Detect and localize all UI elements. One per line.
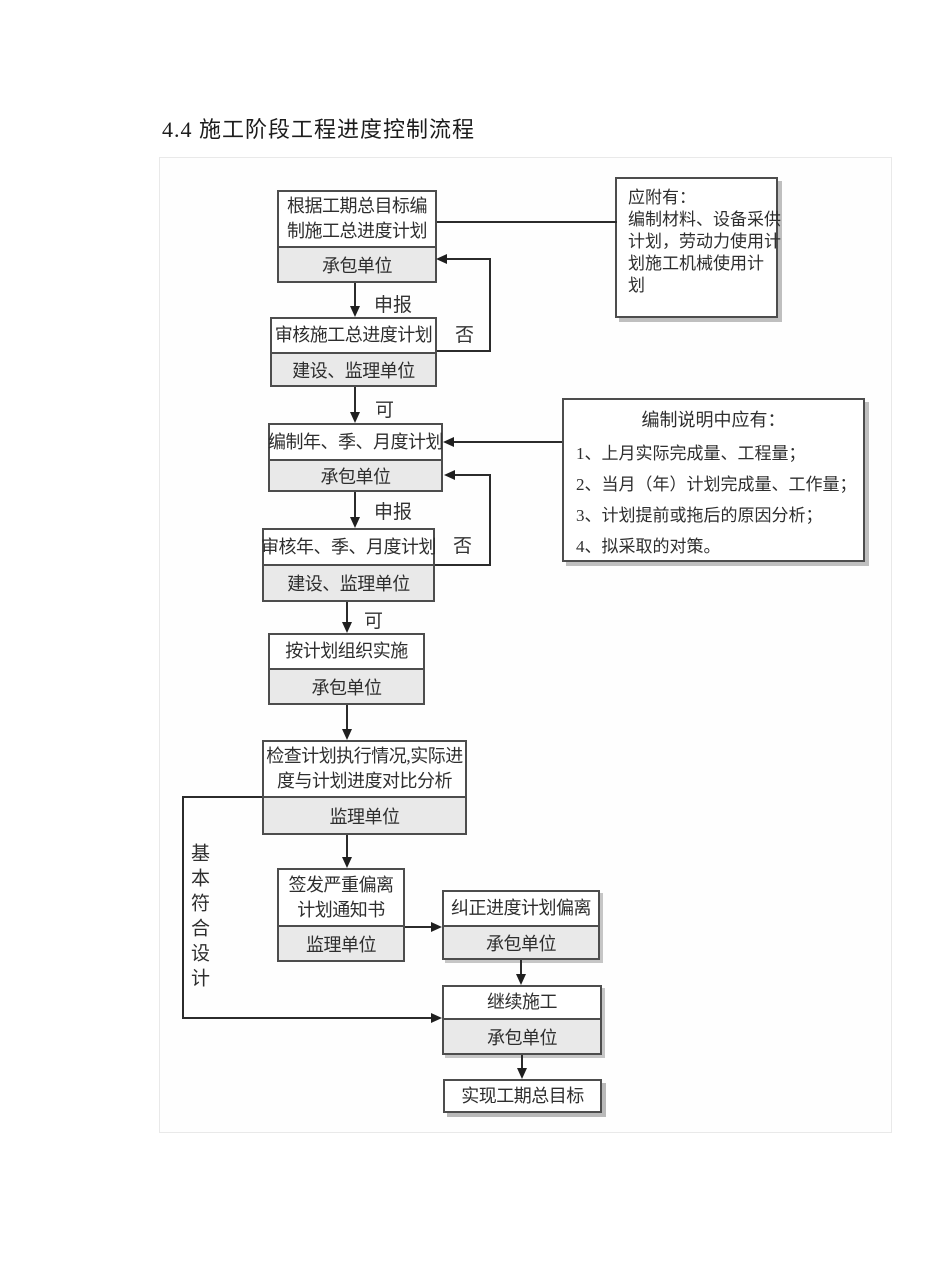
arrowhead-left [443, 437, 454, 447]
feedback2-bottom [435, 564, 491, 566]
title-line: 根据工期总目标编 [287, 196, 428, 216]
note-item: 1、上月实际完成量、工程量； [576, 444, 806, 463]
title-line: 审核施工总进度计划 [274, 325, 433, 345]
arrowhead-down [517, 1068, 527, 1079]
feedback1-top [446, 258, 491, 260]
flow-box-org: 承包单位 [270, 459, 441, 490]
title-line: 签发严重偏离 [288, 874, 395, 895]
note-attachments: 应附有： 编制材料、设备采供 计划，劳动力使用计 划施工机械使用计 划 [615, 177, 781, 318]
title-line: 实现工期总目标 [461, 1085, 584, 1106]
connector-plan-review1 [354, 283, 356, 308]
arrowhead-down [342, 729, 352, 740]
flow-box-title: 按计划组织实施 [270, 635, 423, 668]
connector-review1-plan-period [354, 387, 356, 413]
flow-box-title: 签发严重偏离 计划通知书 [279, 870, 403, 925]
connector-notice-correct [405, 926, 433, 928]
section-title: 4.4 施工阶段工程进度控制流程 [162, 117, 476, 142]
edge-label-declare-1: 申报 [374, 295, 413, 316]
note-title: 编制说明中应有： [641, 410, 786, 430]
flow-box-org: 监理单位 [279, 925, 403, 960]
title-line: 纠正进度计划偏离 [451, 898, 592, 918]
flow-box-org: 承包单位 [279, 246, 435, 281]
edge-label-ok-2: 可 [364, 611, 384, 632]
leftloop-bottom [182, 1017, 432, 1019]
title-line: 计划通知书 [297, 899, 385, 920]
flow-box-title: 继续施工 [444, 987, 600, 1018]
title-line: 按计划组织实施 [285, 641, 408, 661]
edge-label-ok-1: 可 [375, 400, 395, 421]
edge-label-declare-2: 申报 [374, 502, 413, 523]
flow-box-goal: 实现工期总目标 [443, 1079, 602, 1113]
connector-continue-goal [521, 1055, 523, 1069]
connector-implement-check [346, 705, 348, 730]
feedback2-top [453, 474, 491, 476]
connector-plan-to-attachments [437, 221, 617, 223]
note-line: 计划，劳动力使用计 [628, 232, 781, 251]
note-line: 编制材料、设备采供 [628, 210, 781, 229]
arrowhead-right [431, 1013, 442, 1023]
feedback1-bottom [437, 350, 491, 352]
flow-box-title: 根据工期总目标编 制施工总进度计划 [279, 192, 435, 246]
arrowhead-down [350, 517, 360, 528]
flow-box-continue: 继续施工 承包单位 [442, 985, 602, 1055]
flow-box-notice: 签发严重偏离 计划通知书 监理单位 [277, 868, 405, 962]
connector-review2-implement [346, 602, 348, 623]
connector-explanation-to-plan-period [452, 441, 562, 443]
leftloop-vertical [182, 796, 184, 1019]
flow-box-title: 编制年、季、月度计划 [268, 425, 444, 459]
arrowhead-left [444, 470, 455, 480]
note-item: 4、拟采取的对策。 [576, 537, 721, 556]
flow-box-title: 检查计划执行情况,实际进 度与计划进度对比分析 [264, 742, 465, 796]
arrowhead-left [436, 254, 447, 264]
title-line: 继续施工 [487, 992, 558, 1012]
flow-box-org: 承包单位 [444, 925, 598, 958]
arrowhead-down [342, 622, 352, 633]
flow-box-plan-total: 根据工期总目标编 制施工总进度计划 承包单位 [277, 190, 437, 283]
arrowhead-down [350, 306, 360, 317]
note-item: 2、当月（年）计划完成量、工作量； [576, 475, 857, 494]
flow-box-implement: 按计划组织实施 承包单位 [268, 633, 425, 705]
flow-box-title: 纠正进度计划偏离 [444, 892, 598, 925]
leftloop-top [182, 796, 262, 798]
edge-label-no-2: 否 [453, 536, 473, 557]
arrowhead-down [342, 857, 352, 868]
connector-check-notice [346, 835, 348, 858]
title-line: 审核年、季、月度计划 [261, 536, 437, 557]
arrowhead-right [431, 922, 442, 932]
flow-box-check: 检查计划执行情况,实际进 度与计划进度对比分析 监理单位 [262, 740, 467, 835]
edge-label-no-1: 否 [455, 325, 475, 346]
flow-box-org: 建设、监理单位 [264, 564, 433, 600]
flow-box-org: 承包单位 [270, 668, 423, 703]
connector-plan-period-review2 [354, 492, 356, 518]
flow-box-correct: 纠正进度计划偏离 承包单位 [442, 890, 600, 960]
flow-box-org: 监理单位 [264, 796, 465, 833]
title-line: 制施工总进度计划 [287, 221, 428, 241]
flow-box-org: 建设、监理单位 [272, 352, 435, 385]
flow-box-title: 审核施工总进度计划 [272, 319, 435, 352]
flow-box-org: 承包单位 [444, 1018, 600, 1053]
flow-box-title: 审核年、季、月度计划 [261, 530, 437, 564]
note-line: 划 [628, 276, 645, 295]
note-line: 应附有： [628, 188, 696, 207]
arrowhead-down [516, 974, 526, 985]
flow-box-plan-period: 编制年、季、月度计划 承包单位 [268, 423, 444, 492]
note-line: 划施工机械使用计 [628, 254, 764, 273]
flow-box-review-total: 审核施工总进度计划 建设、监理单位 [270, 317, 437, 387]
feedback2-vertical [489, 474, 491, 566]
edge-label-basically-conforms: 基本符合设计 [188, 843, 209, 993]
arrowhead-down [350, 412, 360, 423]
title-line: 度与计划进度对比分析 [277, 771, 453, 791]
note-explanation: 编制说明中应有： 1、上月实际完成量、工程量； 2、当月（年）计划完成量、工作量… [562, 398, 865, 562]
title-line: 编制年、季、月度计划 [268, 431, 444, 452]
title-line: 检查计划执行情况,实际进 [266, 746, 463, 766]
note-item: 3、计划提前或拖后的原因分析； [576, 506, 823, 525]
feedback1-vertical [489, 258, 491, 352]
flow-box-review-period: 审核年、季、月度计划 建设、监理单位 [261, 528, 437, 602]
connector-correct-continue [520, 960, 522, 975]
flow-box-title: 实现工期总目标 [445, 1081, 600, 1111]
